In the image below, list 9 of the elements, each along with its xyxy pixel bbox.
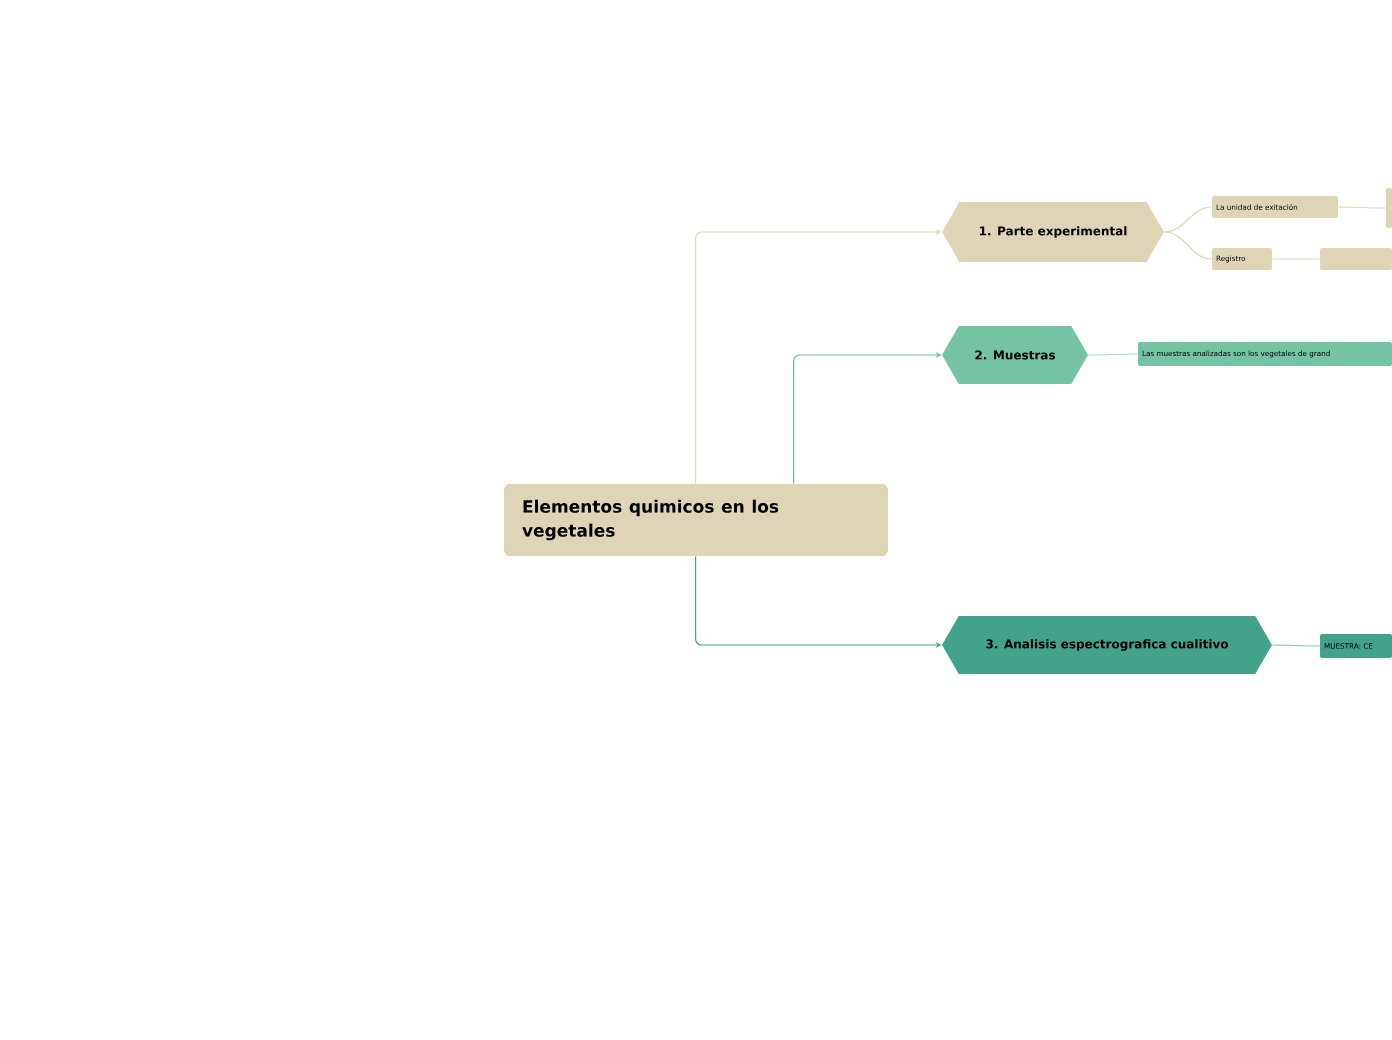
empty-box [1320,248,1392,270]
connector [1163,231,1213,260]
empty-box [1386,188,1392,228]
connector [1163,206,1213,233]
connector [1087,353,1139,356]
connector [1271,644,1321,647]
topic-box: Elementos quimicos en los vegetales [504,484,888,556]
connector [1271,258,1321,260]
connector [1337,206,1387,209]
